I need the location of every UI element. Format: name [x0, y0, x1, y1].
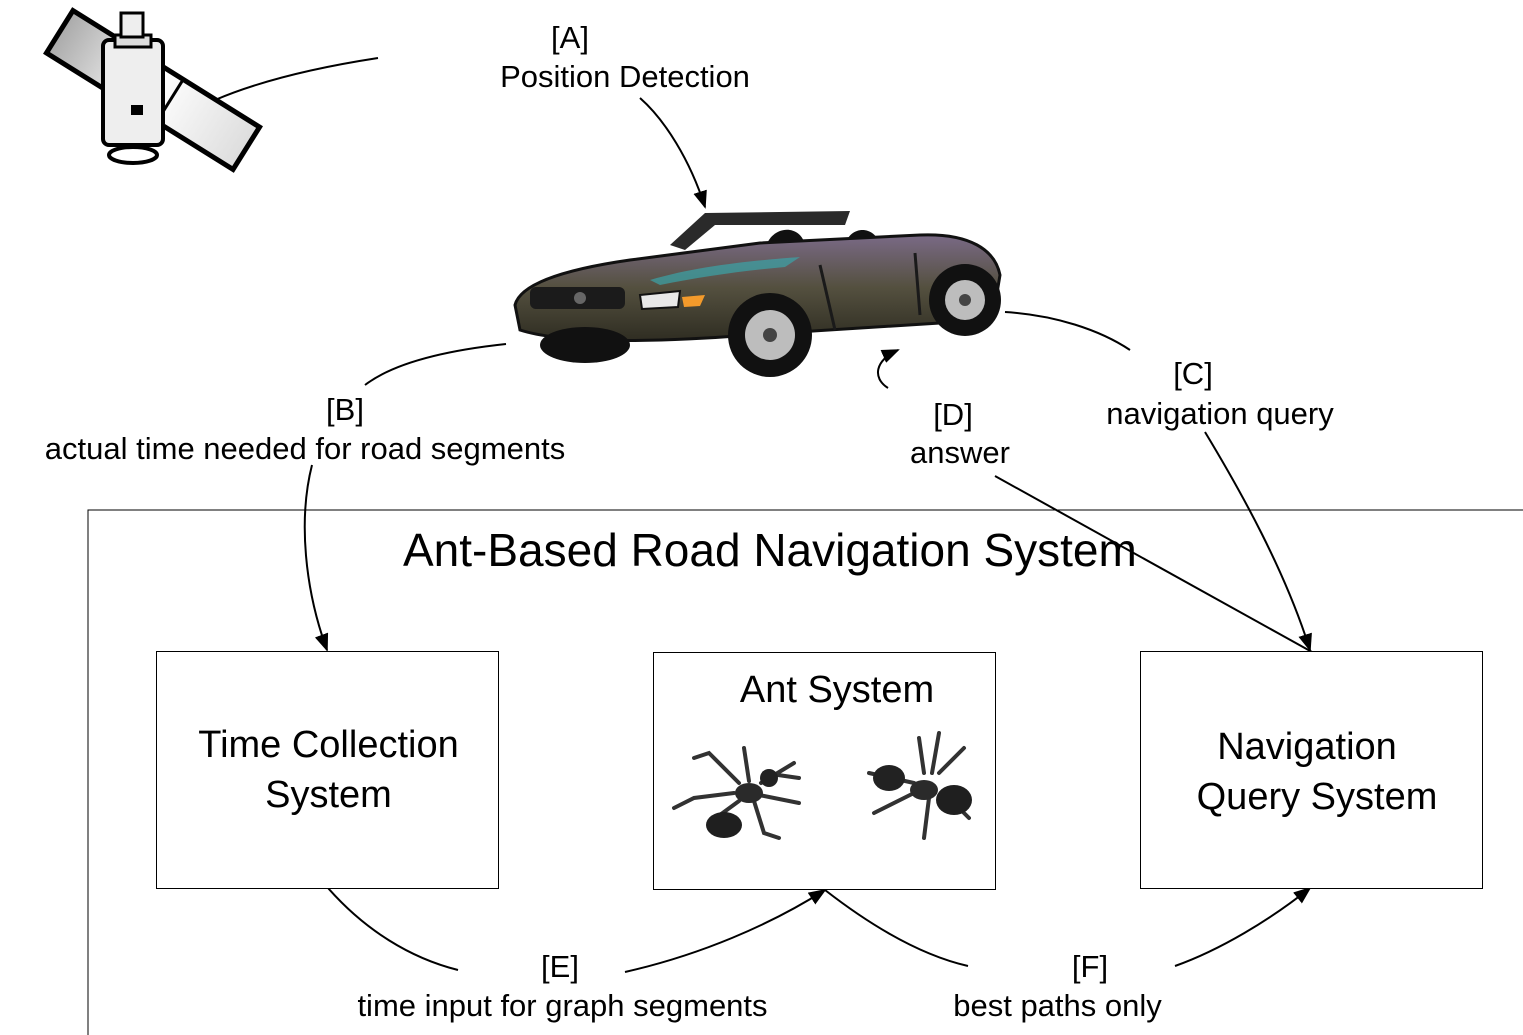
ant-icon: [672, 746, 801, 840]
arrow-f: [1174, 886, 1312, 967]
ant-system-label: Ant System: [739, 669, 935, 711]
time-collection-line-1: Time Collection: [198, 724, 459, 766]
label-a-tag: [A]: [551, 20, 589, 55]
line-f-left: [824, 889, 969, 967]
label-b-tag: [B]: [326, 392, 364, 427]
arrow-b: [303, 464, 329, 652]
navigation-query-box: Navigation Query System: [1140, 651, 1483, 889]
system-frame: [87, 509, 1523, 1035]
line-c-top: [1004, 311, 1131, 351]
navigation-query-line-1: Navigation: [1217, 726, 1397, 768]
line-d: [994, 475, 1313, 653]
label-c-text: navigation query: [1106, 396, 1334, 431]
arrow-c: [1204, 431, 1312, 652]
line-e-left: [327, 887, 459, 971]
label-c-tag: [C]: [1173, 356, 1213, 391]
label-d-tag: [D]: [933, 397, 973, 432]
satellite-link: [214, 57, 379, 101]
satellite-icon: [43, 7, 263, 173]
label-d-text: answer: [910, 435, 1010, 470]
arrow-d: [877, 349, 900, 389]
system-title: Ant-Based Road Navigation System: [403, 524, 1137, 576]
time-collection-line-2: System: [265, 774, 392, 816]
car-icon: [513, 211, 1002, 377]
navigation-query-line-2: Query System: [1196, 776, 1438, 818]
arrow-a: [639, 97, 707, 209]
time-collection-box: Time Collection System: [156, 651, 499, 889]
label-a-text: Position Detection: [500, 59, 750, 94]
arrow-e: [624, 888, 827, 973]
ant-system-box: Ant System: [653, 652, 996, 890]
label-b-text: actual time needed for road segments: [44, 431, 566, 466]
label-f-text: best paths only: [953, 988, 1162, 1023]
ant-icon: [867, 731, 972, 840]
label-f-tag: [F]: [1071, 949, 1109, 984]
line-b-top: [364, 343, 507, 386]
label-e-text: time input for graph segments: [357, 988, 768, 1023]
label-e-tag: [E]: [541, 949, 579, 984]
